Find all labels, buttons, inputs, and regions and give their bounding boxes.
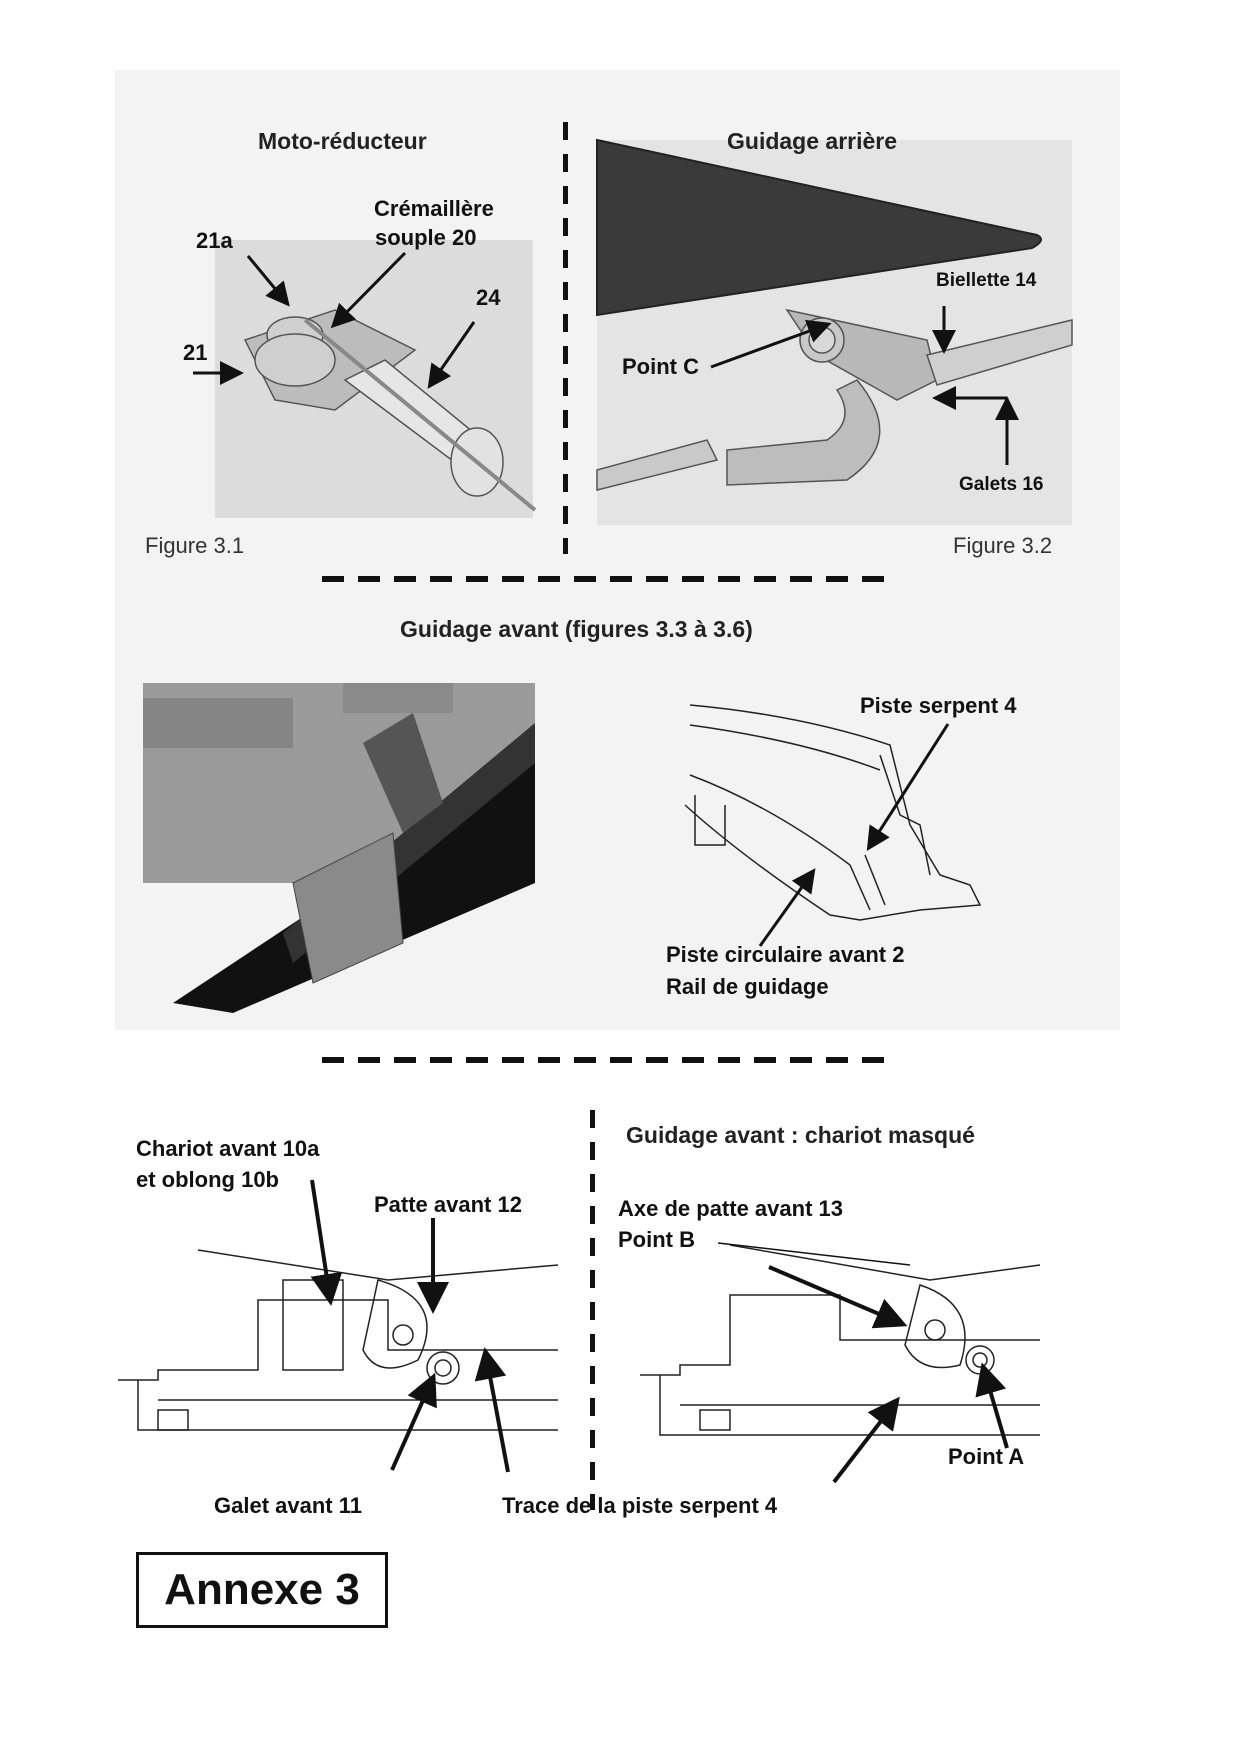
vertical-divider-top: [563, 122, 568, 554]
figure-3-1-arrows: [193, 251, 476, 389]
figure-3-2-arrows: [710, 306, 1019, 465]
label-rail-guidage: Rail de guidage: [666, 974, 829, 999]
label-patte-avant: Patte avant 12: [374, 1192, 522, 1217]
figure-3-3-drawing: [143, 683, 535, 1013]
horizontal-divider-1: [322, 576, 890, 582]
label-galet-avant: Galet avant 11: [214, 1493, 362, 1518]
label-21: 21: [183, 340, 208, 365]
section-middle-title: Guidage avant (figures 3.3 à 3.6): [400, 616, 753, 642]
annexe-label: Annexe 3: [136, 1552, 388, 1628]
vertical-divider-bottom: [590, 1110, 595, 1510]
label-galets: Galets 16: [959, 474, 1044, 495]
figure-bottom-left-drawing: [118, 1249, 559, 1431]
label-chariot-1: Chariot avant 10a: [136, 1136, 320, 1161]
label-24: 24: [476, 285, 501, 310]
figure-bottom-right-title: Guidage avant : chariot masqué: [626, 1122, 975, 1148]
figure-3-1-caption: Figure 3.1: [145, 533, 245, 558]
label-21a: 21a: [196, 228, 233, 253]
label-cremaillere-1: Crémaillère: [374, 196, 494, 221]
figure-3-2-title: Guidage arrière: [727, 128, 898, 154]
label-biellette: Biellette 14: [936, 270, 1037, 291]
figure-3-1-title: Moto-réducteur: [258, 128, 427, 154]
figure-3-4-arrows: [758, 723, 950, 947]
label-piste-serpent: Piste serpent 4: [860, 693, 1017, 718]
label-cremaillere-2: souple 20: [375, 225, 477, 250]
label-piste-circulaire: Piste circulaire avant 2: [666, 942, 905, 967]
figure-3-2-caption: Figure 3.2: [953, 533, 1053, 558]
label-axe-patte: Axe de patte avant 13: [618, 1196, 843, 1221]
label-point-b: Point B: [618, 1227, 695, 1252]
label-point-c: Point C: [622, 354, 699, 379]
figure-3-4-drawing: [684, 704, 982, 921]
label-chariot-2: et oblong 10b: [136, 1167, 279, 1192]
horizontal-divider-2: [322, 1057, 890, 1063]
label-trace-piste: Trace de la piste serpent 4: [502, 1493, 778, 1518]
figure-3-2-drawing: [596, 138, 1073, 525]
label-point-a: Point A: [948, 1444, 1025, 1469]
